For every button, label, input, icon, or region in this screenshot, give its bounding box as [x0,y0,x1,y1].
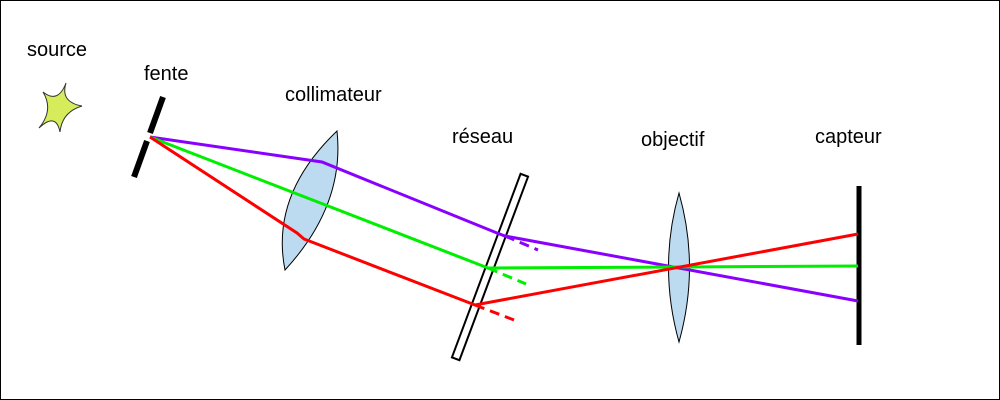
label-slit: fente [144,63,188,85]
source-star-icon [38,82,83,133]
label-grating: réseau [452,126,513,148]
red-ray [149,135,859,307]
slit [131,95,166,179]
label-source: source [27,39,87,61]
rays [149,135,859,322]
violet-ray [149,135,859,303]
red-ray-dashed [474,303,515,322]
green-ray-dashed [487,266,527,286]
label-collimator: collimateur [285,84,382,106]
label-sensor: capteur [815,126,882,148]
violet-ray-dashed [504,234,539,252]
label-objective: objectif [641,129,705,151]
